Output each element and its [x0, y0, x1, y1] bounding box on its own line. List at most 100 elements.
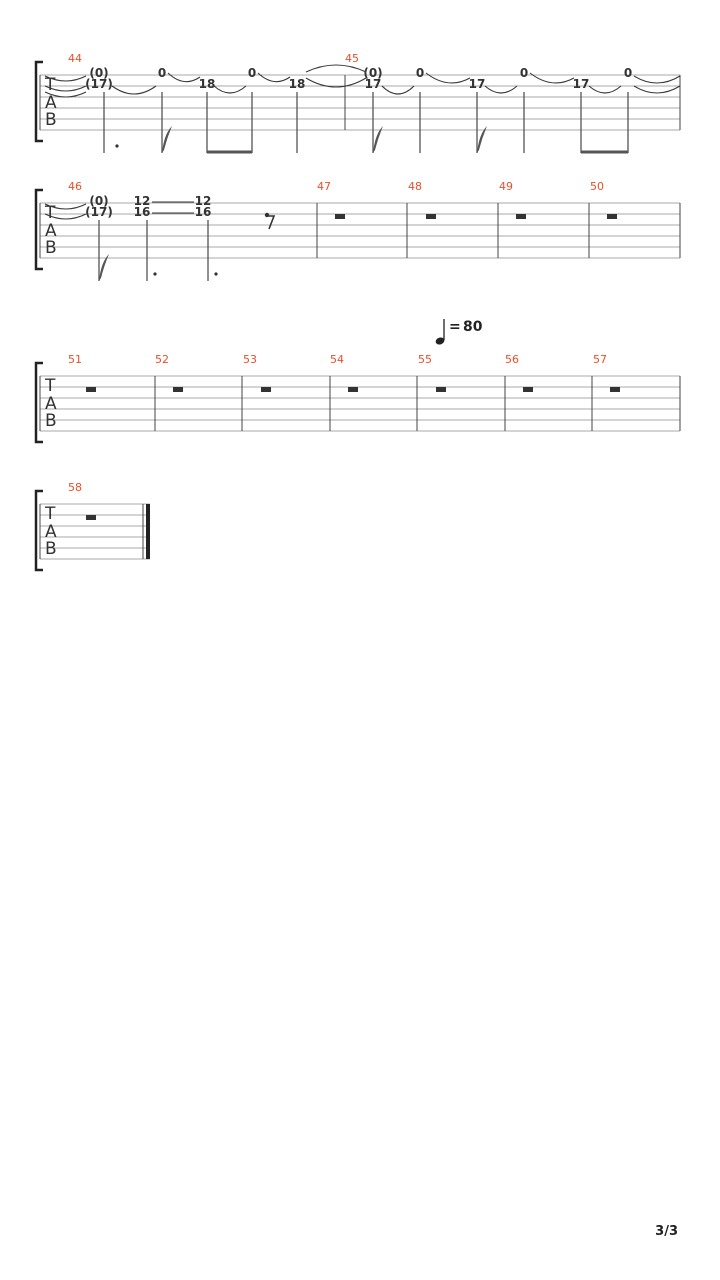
svg-text:T: T [44, 376, 56, 396]
note: 18 [199, 77, 216, 91]
note: (0) (17) [85, 194, 113, 219]
note: 0 [248, 66, 256, 80]
tie [588, 85, 622, 94]
tie [44, 213, 87, 220]
tie [111, 85, 157, 95]
measure-number: 51 [68, 353, 82, 366]
tie [305, 77, 367, 88]
svg-text:B: B [45, 539, 57, 559]
system-bracket [34, 60, 43, 143]
svg-text:B: B [45, 238, 57, 258]
tie [633, 75, 681, 84]
tab-clef: T A B [44, 376, 57, 431]
svg-text:T: T [44, 504, 56, 524]
tempo-marking: = 80 [435, 319, 483, 345]
whole-rest [516, 214, 526, 219]
tie [44, 85, 87, 92]
system-3: T A B 51 52 53 54 55 56 57 [34, 353, 681, 444]
tie [381, 85, 415, 95]
tie [44, 75, 87, 82]
svg-text:(0): (0) [363, 66, 382, 80]
svg-text:16: 16 [134, 205, 151, 219]
page-number: 3/3 [655, 1224, 678, 1239]
eighth-rest [264, 212, 276, 230]
svg-text:17: 17 [365, 77, 382, 91]
note: 12 16 [195, 194, 212, 219]
svg-text:(0): (0) [89, 194, 108, 208]
rhythm-marks [103, 92, 629, 154]
whole-rest [610, 387, 620, 392]
note: 17 [469, 77, 486, 91]
staff-lines [40, 74, 680, 131]
tie [167, 72, 201, 83]
whole-rest [348, 387, 358, 392]
note: 0 [624, 66, 632, 80]
svg-text:=: = [449, 319, 461, 335]
svg-text:16: 16 [195, 205, 212, 219]
staff-lines [40, 503, 150, 560]
svg-text:(17): (17) [85, 205, 113, 219]
tie [44, 91, 87, 98]
whole-rest [426, 214, 436, 219]
whole-rest [261, 387, 271, 392]
measure-number: 55 [418, 353, 432, 366]
tab-clef: T A B [44, 203, 57, 258]
svg-text:(17): (17) [85, 77, 113, 91]
measure-number: 50 [590, 180, 604, 193]
svg-text:12: 12 [195, 194, 212, 208]
system-1: T A B 44 45 (0) (17) 0 18 0 18 (0) 17 0 … [34, 52, 681, 154]
measure-number: 46 [68, 180, 82, 193]
whole-rest [436, 387, 446, 392]
note: 12 16 [134, 194, 151, 219]
tie [257, 72, 291, 83]
whole-rest [86, 387, 96, 392]
svg-text:80: 80 [463, 319, 483, 335]
note: 0 [416, 66, 424, 80]
system-bracket [34, 489, 43, 572]
svg-text:T: T [44, 75, 56, 95]
system-bracket [34, 361, 43, 444]
final-barline [142, 504, 150, 559]
whole-rest [86, 515, 96, 520]
svg-text:T: T [44, 203, 56, 223]
tie [633, 85, 681, 94]
measure-number: 56 [505, 353, 519, 366]
measure-number: 52 [155, 353, 169, 366]
measure-number: 58 [68, 481, 82, 494]
tie [529, 72, 575, 84]
svg-text:A: A [45, 93, 57, 113]
measure-number: 57 [593, 353, 607, 366]
measure-number: 53 [243, 353, 257, 366]
svg-text:A: A [45, 394, 57, 414]
note: 17 [573, 77, 590, 91]
note: (0) 17 [363, 66, 382, 91]
svg-text:B: B [45, 110, 57, 130]
svg-text:12: 12 [134, 194, 151, 208]
whole-rest [173, 387, 183, 392]
measure-number: 48 [408, 180, 422, 193]
system-bracket [34, 188, 43, 271]
tab-clef: T A B [44, 504, 57, 559]
staff-lines [40, 375, 680, 432]
tie [213, 85, 247, 94]
note: 18 [289, 77, 306, 91]
system-4: T A B 58 [34, 481, 150, 572]
whole-rest [607, 214, 617, 219]
measure-number: 44 [68, 52, 82, 65]
whole-rest [335, 214, 345, 219]
tie [44, 203, 87, 210]
rhythm-marks [98, 220, 218, 281]
measure-number: 47 [317, 180, 331, 193]
tie [305, 64, 367, 73]
note: 0 [520, 66, 528, 80]
svg-text:A: A [45, 522, 57, 542]
measure-number: 54 [330, 353, 344, 366]
note: 0 [158, 66, 166, 80]
whole-rest [523, 387, 533, 392]
svg-text:(0): (0) [89, 66, 108, 80]
tie [425, 72, 471, 84]
tie [484, 85, 518, 94]
svg-text:A: A [45, 221, 57, 241]
svg-text:B: B [45, 411, 57, 431]
